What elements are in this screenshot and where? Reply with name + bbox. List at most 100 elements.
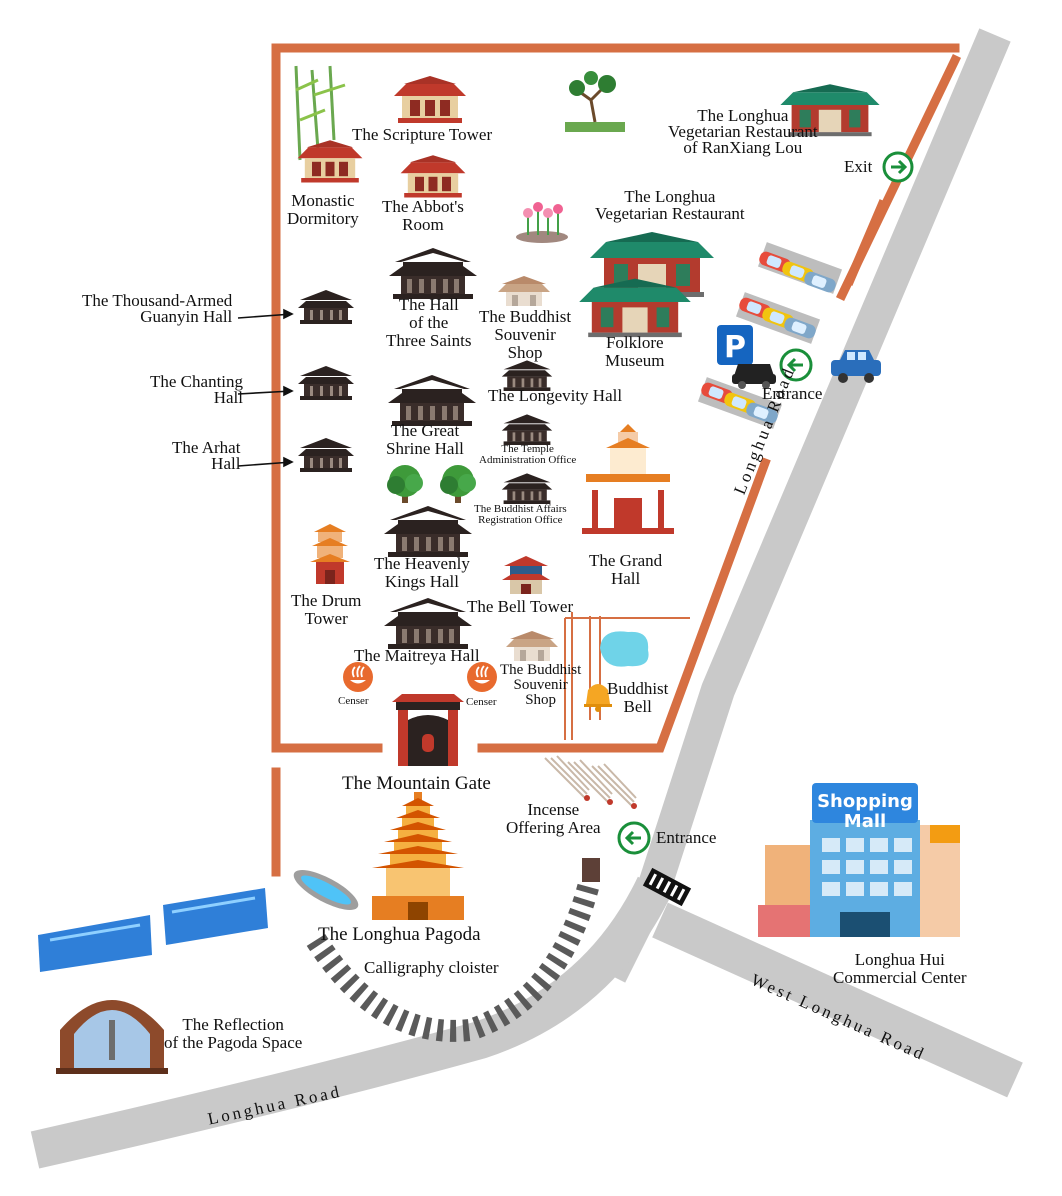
label-line: Hall xyxy=(211,454,241,473)
svg-text:P: P xyxy=(724,330,746,365)
label-line: The Buddhist xyxy=(500,662,582,678)
arhat-hall-icon xyxy=(298,438,354,472)
three-saints-hall-icon xyxy=(389,248,477,299)
label-line: The Grand xyxy=(589,551,663,570)
shopping-mall-icon: Shopping Mall xyxy=(758,783,960,937)
monastic-dormitory-icon xyxy=(297,140,363,183)
stone-pillar-icon xyxy=(582,858,600,882)
label-censer-right: Censer xyxy=(466,696,497,708)
longhua-pagoda-icon xyxy=(372,792,464,920)
label-mountain-gate: The Mountain Gate xyxy=(342,773,491,794)
censer-left-icon xyxy=(342,661,374,693)
label-thousand-armed-guanyin-hall: The Thousand-Armed Guanyin Hall xyxy=(82,291,233,326)
censer-right-icon xyxy=(466,661,498,693)
label-drum-tower: The Drum Tower xyxy=(291,592,361,628)
label-line: Monastic xyxy=(291,191,355,210)
label-grand-hall: The Grand Hall xyxy=(589,552,662,588)
label-line: Souvenir xyxy=(494,325,556,344)
label-line: Hall xyxy=(213,388,244,407)
chanting-hall-icon xyxy=(298,366,354,400)
label-longevity-hall: The Longevity Hall xyxy=(488,386,623,405)
flowers-icon xyxy=(516,202,568,243)
label-censer-left: Censer xyxy=(338,695,369,707)
drum-tower-icon xyxy=(310,524,350,584)
crosswalk-pedestrian-icon xyxy=(642,867,692,907)
label-line: The Hall xyxy=(398,295,459,314)
label-line: of RanXiang Lou xyxy=(683,138,803,157)
label-buddhist-affairs-office: The Buddhist Affairs Registration Office xyxy=(474,504,567,526)
buddhist-affairs-office-icon xyxy=(501,473,553,504)
label-line: The Heavenly xyxy=(374,554,470,573)
label-line: Shrine Hall xyxy=(386,439,464,458)
pond-icon xyxy=(600,631,649,667)
calligraphy-cloister xyxy=(306,877,601,1042)
label-abbots-room: The Abbot's Room xyxy=(382,198,464,234)
entrance-icon xyxy=(779,348,813,382)
label-temple-admin-office: The Temple Administration Office xyxy=(479,444,576,466)
label-line: The Arhat xyxy=(172,438,241,457)
exit-icon xyxy=(882,151,914,183)
label-bell-tower: The Bell Tower xyxy=(467,597,574,616)
longhua-road-south-segment xyxy=(30,876,673,1169)
abbots-room-icon xyxy=(400,155,466,198)
label-line: Buddhist xyxy=(607,679,669,698)
label-heavenly-kings-hall: The Heavenly Kings Hall xyxy=(374,555,470,591)
label-line: Shop xyxy=(525,692,557,708)
thousand-armed-guanyin-hall-icon xyxy=(298,290,354,324)
label-folklore-museum: Folklore Museum xyxy=(605,334,665,370)
label-line: The Longhua xyxy=(624,187,716,206)
maitreya-hall-icon xyxy=(384,598,472,649)
scripture-tower-icon xyxy=(394,76,466,123)
label-line: Vegetarian Restaurant xyxy=(668,122,818,141)
great-shrine-hall-icon xyxy=(388,375,476,426)
water-strip-icon xyxy=(38,915,152,972)
car-icon xyxy=(732,364,776,389)
label-line: Museum xyxy=(605,351,665,370)
heavenly-kings-hall-icon xyxy=(384,506,472,557)
label-line: The Temple xyxy=(501,443,554,455)
label-ranxiang-restaurant: The Longhua Vegetarian Restaurant of Ran… xyxy=(668,107,818,157)
tree-icon xyxy=(440,465,476,503)
mountain-gate-icon xyxy=(392,694,464,766)
label-line: Kings Hall xyxy=(384,572,459,591)
blue-car-icon xyxy=(831,350,881,383)
label-line: The Abbot's xyxy=(382,197,464,216)
reflection-space-icon xyxy=(56,1000,168,1074)
label-great-shrine-hall: The Great Shrine Hall xyxy=(386,422,464,458)
label-line: The Reflection xyxy=(182,1015,284,1034)
souvenir-shop-bottom-icon xyxy=(506,631,558,661)
label-vegetarian-restaurant: The Longhua Vegetarian Restaurant xyxy=(595,188,745,222)
label-line: Room xyxy=(402,215,444,234)
label-souvenir-shop-top: The Buddhist Souvenir Shop xyxy=(479,308,571,362)
label-line: Shop xyxy=(507,343,543,362)
water-strip-icon xyxy=(163,888,268,945)
bonsai-icon xyxy=(565,71,625,132)
label-line: The Thousand-Armed xyxy=(82,291,233,310)
label-longhua-pagoda: The Longhua Pagoda xyxy=(318,924,481,945)
label-line: Offering Area xyxy=(506,818,601,837)
label-line: Three Saints xyxy=(386,331,472,350)
label-line: Bell xyxy=(623,697,652,716)
label-line: of the Pagoda Space xyxy=(164,1033,303,1052)
label-monastic-dormitory: Monastic Dormitory xyxy=(287,192,359,228)
label-line: Folklore xyxy=(605,333,664,352)
bamboo-icon xyxy=(294,65,346,161)
label-line: of the xyxy=(409,313,449,332)
bell-area-frame xyxy=(564,612,690,740)
label-line: The Drum xyxy=(291,591,362,610)
parking-lot xyxy=(697,242,843,429)
label-line: Longhua Hui xyxy=(854,950,945,969)
label-three-saints-hall: The Hall of the Three Saints xyxy=(386,296,471,350)
label-souvenir-shop-bottom: The Buddhist Souvenir Shop xyxy=(500,663,581,708)
label-line: The Great xyxy=(390,421,460,440)
label-line: The Buddhist xyxy=(479,307,572,326)
label-line: Souvenir xyxy=(513,677,568,693)
label-line: Registration Office xyxy=(478,514,563,526)
label-entrance-gate: Entrance xyxy=(656,828,717,847)
temple-admin-office-icon xyxy=(501,414,553,445)
label-exit: Exit xyxy=(844,157,873,176)
label-line: Dormitory xyxy=(287,209,359,228)
west-longhua-road xyxy=(652,902,1023,1098)
label-line: Guanyin Hall xyxy=(140,307,233,326)
